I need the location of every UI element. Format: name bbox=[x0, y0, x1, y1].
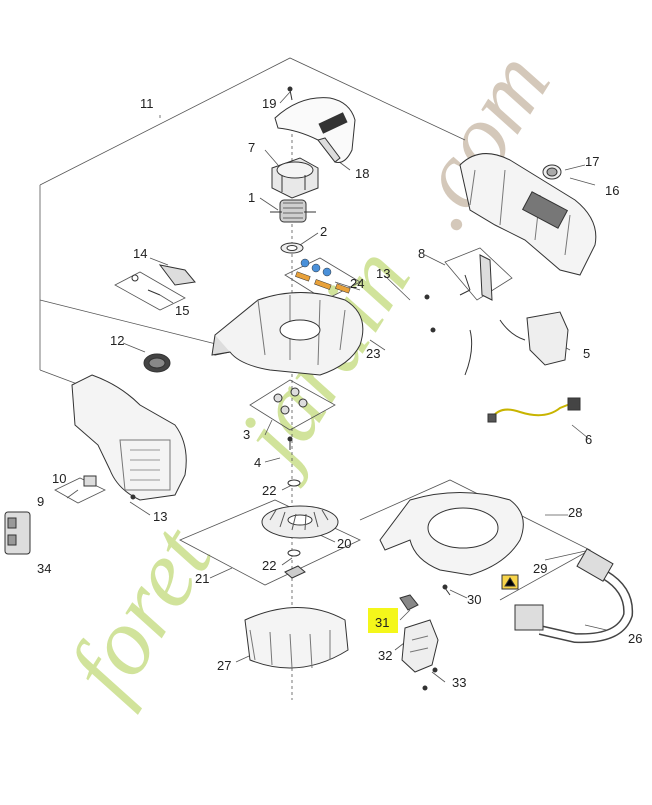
parts bbox=[4, 86, 634, 691]
label-5: 5 bbox=[583, 346, 590, 361]
label-13-right: 13 bbox=[376, 266, 390, 281]
label-12: 12 bbox=[110, 333, 124, 348]
label-15: 15 bbox=[175, 303, 189, 318]
label-1: 1 bbox=[248, 190, 255, 205]
part-19-screw bbox=[287, 86, 293, 101]
part-32-bracket bbox=[401, 619, 439, 673]
label-28: 28 bbox=[568, 505, 582, 520]
part-22-washers bbox=[287, 479, 301, 557]
label-6: 6 bbox=[585, 432, 592, 447]
label-17: 17 bbox=[585, 154, 599, 169]
part-10-clamp bbox=[83, 475, 97, 487]
part-21-nut bbox=[284, 565, 306, 579]
part-8-pieces bbox=[459, 254, 493, 301]
highlight-part-31 bbox=[368, 608, 398, 633]
part-4-screw bbox=[287, 436, 293, 450]
part-18-top-cover bbox=[274, 97, 356, 163]
part-13-screws bbox=[130, 294, 436, 500]
part-16-right-housing bbox=[459, 153, 597, 276]
label-21: 21 bbox=[195, 571, 209, 586]
label-30: 30 bbox=[467, 592, 481, 607]
label-18: 18 bbox=[355, 166, 369, 181]
part-27-band bbox=[244, 607, 349, 669]
part-20-fan bbox=[261, 505, 339, 539]
part-5-switch-box bbox=[464, 311, 569, 376]
part-3-feet bbox=[273, 387, 308, 415]
part-6-cable bbox=[487, 397, 581, 423]
part-34-adapter bbox=[4, 511, 31, 555]
label-26: 26 bbox=[628, 631, 642, 646]
label-22-top: 22 bbox=[262, 483, 276, 498]
label-9: 9 bbox=[37, 494, 44, 509]
part-29-warning-label bbox=[501, 574, 519, 590]
part-1-armature bbox=[270, 199, 316, 223]
label-32: 32 bbox=[378, 648, 392, 663]
part-31-small-piece bbox=[399, 594, 419, 611]
watermark-text-a: foret bbox=[47, 507, 233, 716]
part-26-tube bbox=[514, 548, 634, 644]
label-23: 23 bbox=[366, 346, 380, 361]
label-7: 7 bbox=[248, 140, 255, 155]
label-20: 20 bbox=[337, 536, 351, 551]
part-17-cap bbox=[542, 164, 562, 180]
part-28-intake bbox=[379, 492, 524, 576]
label-34: 34 bbox=[37, 561, 51, 576]
label-13-left: 13 bbox=[153, 509, 167, 524]
part-33-screw bbox=[422, 667, 438, 691]
label-22-bottom: 22 bbox=[262, 558, 276, 573]
part-2-ring bbox=[280, 242, 304, 254]
label-33: 33 bbox=[452, 675, 466, 690]
part-14-switch bbox=[131, 264, 196, 296]
label-31: 31 bbox=[375, 615, 389, 630]
label-29: 29 bbox=[533, 561, 547, 576]
label-11: 11 bbox=[140, 96, 154, 111]
label-3: 3 bbox=[243, 427, 250, 442]
label-14: 14 bbox=[133, 246, 147, 261]
label-2: 2 bbox=[320, 224, 327, 239]
label-4: 4 bbox=[254, 455, 261, 470]
part-30-screw bbox=[442, 584, 451, 596]
part-12-badge bbox=[143, 353, 171, 373]
part-11-left-housing bbox=[71, 374, 187, 501]
label-27: 27 bbox=[217, 658, 231, 673]
label-8: 8 bbox=[418, 246, 425, 261]
part-23-housing bbox=[211, 292, 364, 376]
part-7-motor bbox=[271, 157, 319, 199]
part-labels: 11 19 7 18 17 16 1 2 8 14 13 24 15 12 23… bbox=[37, 96, 642, 690]
label-19: 19 bbox=[262, 96, 276, 111]
label-16: 16 bbox=[605, 183, 619, 198]
part-24-labels bbox=[295, 258, 351, 294]
label-24: 24 bbox=[350, 276, 364, 291]
label-10: 10 bbox=[52, 471, 66, 486]
